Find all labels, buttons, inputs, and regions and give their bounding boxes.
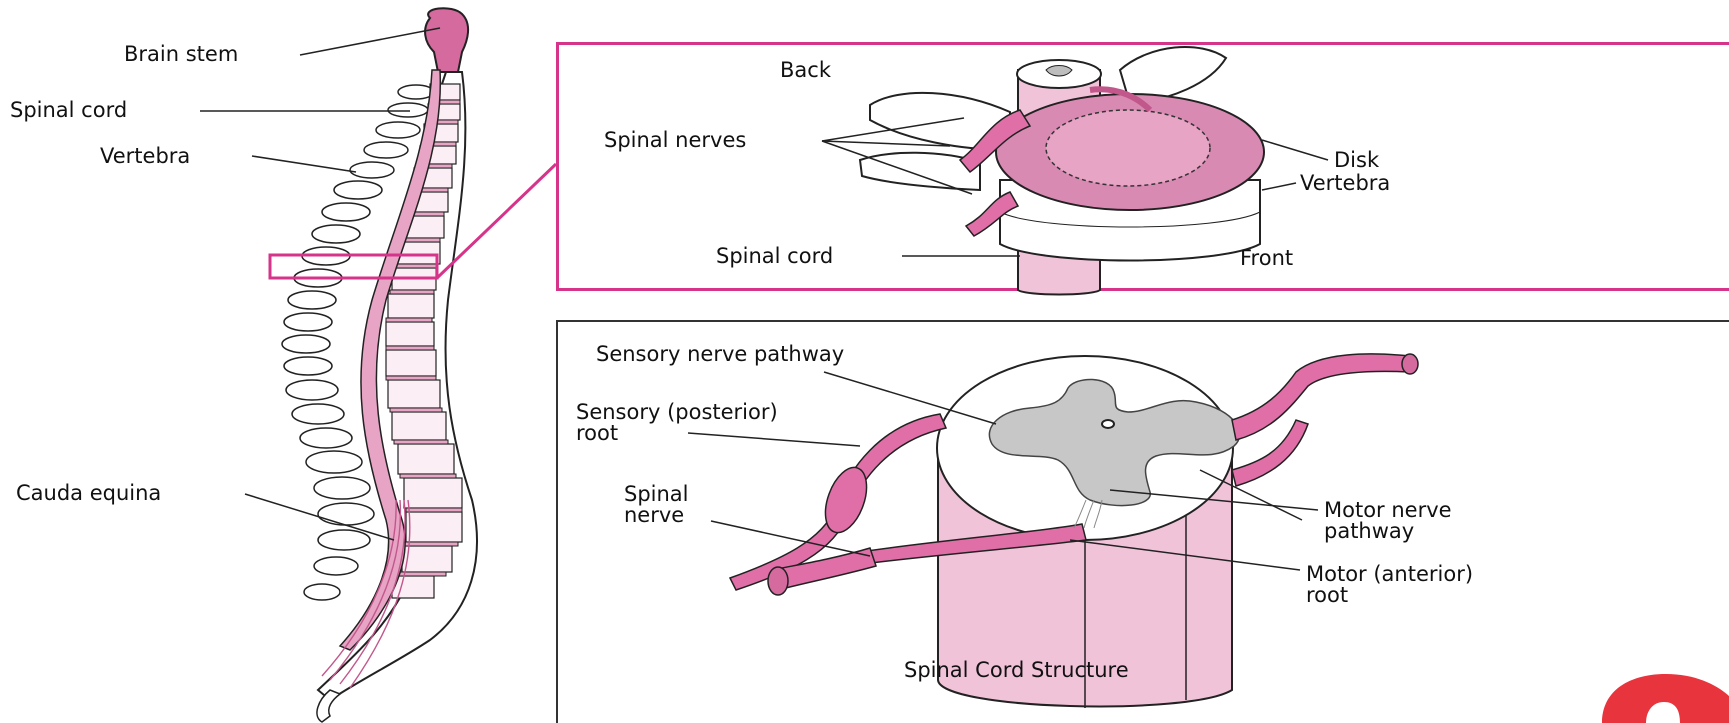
- label-brain-stem: Brain stem: [124, 42, 238, 67]
- label-spinal-nerve-line2: nerve: [624, 503, 684, 528]
- label-vertebra: Vertebra: [100, 144, 190, 169]
- label-spinal-cord: Spinal cord: [10, 98, 127, 123]
- label-spinal-cord-top: Spinal cord: [716, 244, 833, 269]
- label-spinal-nerves: Spinal nerves: [604, 128, 746, 153]
- label-sensory-nerve-pathway: Sensory nerve pathway: [596, 342, 844, 367]
- label-vertebra-top: Vertebra: [1300, 171, 1390, 196]
- caption-spinal-cord-structure: Spinal Cord Structure: [904, 658, 1129, 683]
- label-motor-anterior-root-line2: root: [1306, 583, 1348, 608]
- label-front: Front: [1240, 246, 1293, 271]
- label-motor-nerve-pathway-line2: pathway: [1324, 519, 1414, 544]
- right-nerve-root: [1232, 354, 1410, 440]
- label-cauda-equina: Cauda equina: [16, 481, 161, 506]
- label-disk: Disk: [1334, 148, 1379, 173]
- partial-logo-shape: [1602, 674, 1729, 723]
- label-back: Back: [780, 58, 831, 83]
- label-sensory-posterior-root-line2: root: [576, 421, 618, 446]
